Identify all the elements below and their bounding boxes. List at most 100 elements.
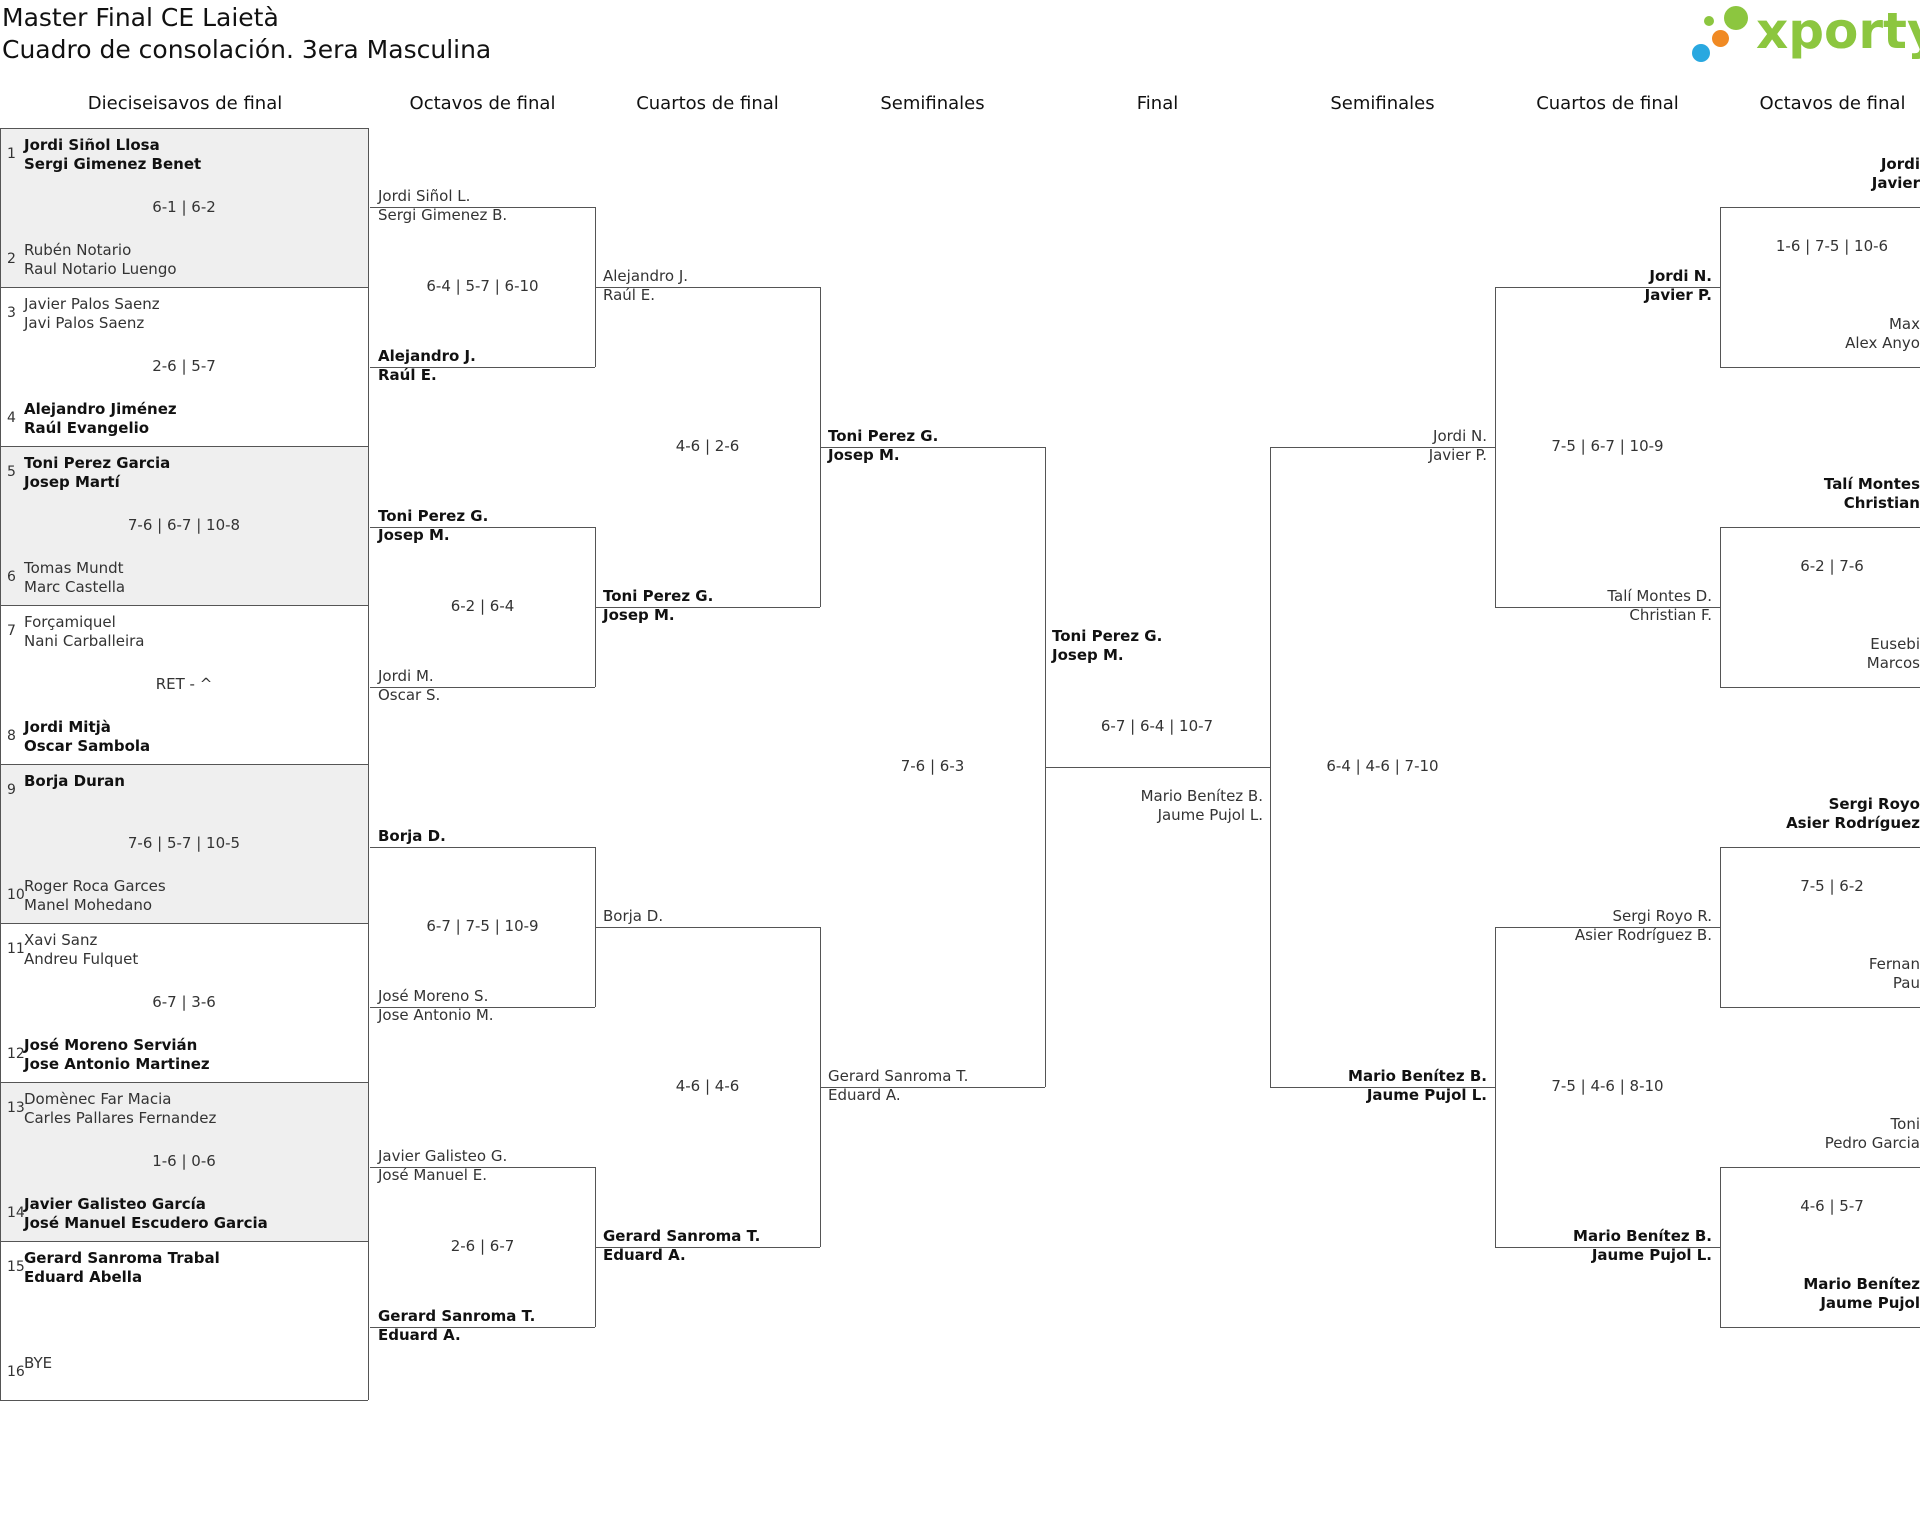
octavos-left-player-b-line-1: Alejandro J. [378, 347, 476, 365]
seed-number: 12 [7, 1046, 25, 1062]
xporty-logo[interactable]: xporty [1690, 0, 1920, 70]
octavos-right-player-b-line-2: Pau [1892, 974, 1920, 992]
first-round-player-a-line-2: Josep Martí [24, 473, 120, 491]
octavos-left-line-bottom [370, 687, 595, 688]
seed-number: 8 [7, 728, 16, 744]
first-round-score: RET - ^ [155, 675, 213, 693]
cuartos-right-connector [1495, 927, 1496, 1247]
first-round-player-a-line-2: Javi Palos Saenz [24, 314, 145, 332]
semifinal-left-line-bottom [820, 1087, 1045, 1088]
octavos-right-connector [1720, 1167, 1721, 1327]
octavos-right-score: 6-2 | 7-6 [1800, 557, 1864, 575]
octavos-left-player-a-line-1: Toni Perez G. [378, 507, 489, 525]
first-round-score: 7-6 | 5-7 | 10-5 [127, 834, 241, 852]
octavos-right-player-b-line-1: Mario Benítez [1803, 1275, 1920, 1293]
semifinal-right-line-top [1270, 447, 1495, 448]
first-round-match-6[interactable] [0, 923, 368, 1082]
first-round-match-3[interactable] [0, 446, 368, 605]
first-round-match-5[interactable] [0, 764, 368, 923]
first-round-right-border [368, 128, 369, 1400]
first-round-match-4[interactable] [0, 605, 368, 764]
octavos-right-player-a-line-2: Javier [1871, 174, 1920, 192]
semifinal-right-connector [1270, 447, 1271, 1087]
first-round-player-b-line-2: Oscar Sambola [24, 737, 151, 755]
column-header-final: Final [1136, 93, 1179, 114]
seed-number: 10 [7, 887, 25, 903]
cuartos-left-score: 4-6 | 4-6 [675, 1077, 740, 1095]
octavos-right-score: 1-6 | 7-5 | 10-6 [1775, 237, 1889, 255]
seed-number: 11 [7, 941, 25, 957]
octavos-left-player-a-line-2: Josep M. [378, 526, 450, 544]
octavos-right-line-bottom [1720, 687, 1920, 688]
logo-dot-green-icon [1724, 6, 1748, 30]
first-round-player-b-line-2: Raul Notario Luengo [24, 260, 177, 278]
cuartos-right-line-top [1495, 927, 1720, 928]
first-round-player-b-line-2: Marc Castella [24, 578, 126, 596]
final-player-a-line-2: Josep M. [1052, 646, 1124, 664]
first-round-score: 2-6 | 5-7 [152, 357, 216, 375]
first-round-player-a-line-2: Nani Carballeira [24, 632, 145, 650]
final-score: 6-7 | 6-4 | 10-7 [1100, 717, 1214, 735]
cuartos-right-line-bottom [1495, 607, 1720, 608]
cuartos-right-player-a-line-2: Asier Rodríguez B. [1574, 926, 1712, 944]
seed-number: 7 [7, 623, 16, 639]
first-round-player-a-line-1: Javier Palos Saenz [24, 295, 160, 313]
octavos-right-line-top [1720, 847, 1920, 848]
octavos-left-player-a-line-2: Sergi Gimenez B. [378, 206, 508, 224]
logo-dot-orange-icon [1712, 30, 1729, 47]
octavos-right-player-a-line-2: Asier Rodríguez [1786, 814, 1920, 832]
first-round-match-8[interactable] [0, 1241, 368, 1400]
octavos-right-player-a-line-1: Jordi [1880, 155, 1920, 173]
octavos-right-player-a-line-1: Toni [1890, 1115, 1920, 1133]
first-round-player-a-line-2: Carles Pallares Fernandez [24, 1109, 217, 1127]
semifinal-left-player-b-line-2: Eduard A. [828, 1086, 901, 1104]
page-subtitle: Cuadro de consolación. 3era Masculina [2, 35, 492, 64]
first-round-player-a-line-2: Eduard Abella [24, 1268, 143, 1286]
cuartos-left-line-top [595, 927, 820, 928]
cuartos-left-line-bottom [595, 607, 820, 608]
first-round-score: 7-6 | 6-7 | 10-8 [127, 516, 241, 534]
cuartos-right-player-b-line-1: Mario Benítez B. [1573, 1227, 1712, 1245]
first-round-player-b-line-1: Tomas Mundt [24, 559, 124, 577]
octavos-right-player-b-line-1: Eusebi [1870, 635, 1920, 653]
column-header-octavos-right: Octavos de final [1759, 93, 1906, 114]
semifinal-right-player-b-line-1: Mario Benítez B. [1348, 1067, 1487, 1085]
seed-number: 2 [7, 251, 16, 267]
octavos-left-line-top [370, 207, 595, 208]
cuartos-right-score: 7-5 | 6-7 | 10-9 [1551, 437, 1664, 455]
octavos-right-line-bottom [1720, 1327, 1920, 1328]
seed-number: 9 [7, 782, 16, 798]
first-round-match-7[interactable] [0, 1082, 368, 1241]
octavos-right-player-b-line-2: Marcos [1866, 654, 1920, 672]
first-round-player-b-line-1: Roger Roca Garces [24, 877, 166, 895]
first-round-match-1[interactable] [0, 128, 368, 287]
octavos-left-player-b-line-2: Oscar S. [378, 686, 441, 704]
octavos-right-connector [1720, 527, 1721, 687]
semifinal-left-player-a-line-2: Josep M. [828, 446, 900, 464]
octavos-right-score: 7-5 | 6-2 [1800, 877, 1864, 895]
octavos-left-player-a-line-1: Borja D. [378, 827, 446, 845]
octavos-left-line-bottom [370, 1007, 595, 1008]
seed-number: 14 [7, 1205, 25, 1221]
logo-dot-green-small-icon [1704, 16, 1714, 26]
final-player-a-line-1: Toni Perez G. [1052, 627, 1163, 645]
first-round-player-b-line-1: BYE [24, 1354, 53, 1372]
column-header-cuartos-left: Cuartos de final [636, 93, 779, 114]
seed-number: 6 [7, 569, 16, 585]
octavos-left-player-a-line-2: José Manuel E. [378, 1166, 487, 1184]
first-round-score: 1-6 | 0-6 [152, 1152, 216, 1170]
seed-number: 16 [7, 1364, 25, 1380]
semifinal-right-player-a-line-1: Jordi N. [1433, 427, 1487, 445]
first-round-player-a-line-1: Domènec Far Macia [24, 1090, 172, 1108]
column-header-semifinales-right: Semifinales [1330, 93, 1435, 114]
octavos-right-line-top [1720, 1167, 1920, 1168]
first-round-player-a-line-1: Borja Duran [24, 772, 125, 790]
cuartos-left-score: 4-6 | 2-6 [675, 437, 740, 455]
octavos-left-line-bottom [370, 367, 595, 368]
seed-number: 15 [7, 1259, 25, 1275]
octavos-right-player-a-line-1: Sergi Royo [1828, 795, 1920, 813]
cuartos-left-player-a-line-1: Borja D. [603, 907, 664, 925]
octavos-right-player-b-line-1: Max [1888, 315, 1920, 333]
first-round-match-2[interactable] [0, 287, 368, 446]
logo-dot-blue-icon [1692, 44, 1710, 62]
